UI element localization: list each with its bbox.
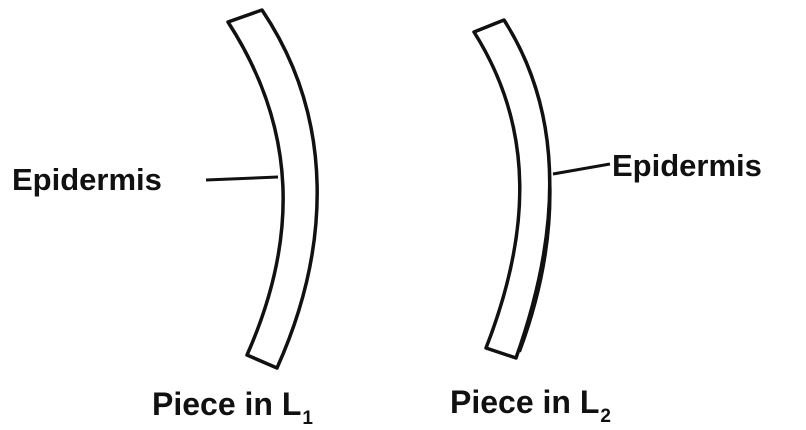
left-tissue-strip <box>228 10 317 368</box>
left-epidermis-label: Epidermis <box>12 164 162 195</box>
left-epidermis-leader <box>206 177 278 180</box>
left-piece-caption-subscript: 1 <box>302 408 313 429</box>
right-epidermis-leader <box>553 164 610 174</box>
right-tissue-strip <box>474 20 550 358</box>
right-piece-caption-text: Piece in L <box>450 384 599 420</box>
left-piece-caption-text: Piece in L <box>152 386 301 422</box>
right-piece-caption-subscript: 2 <box>600 406 611 427</box>
left-piece-caption: Piece in L1 <box>152 388 313 420</box>
right-piece-caption: Piece in L2 <box>450 386 611 418</box>
right-epidermis-label: Epidermis <box>612 150 762 181</box>
